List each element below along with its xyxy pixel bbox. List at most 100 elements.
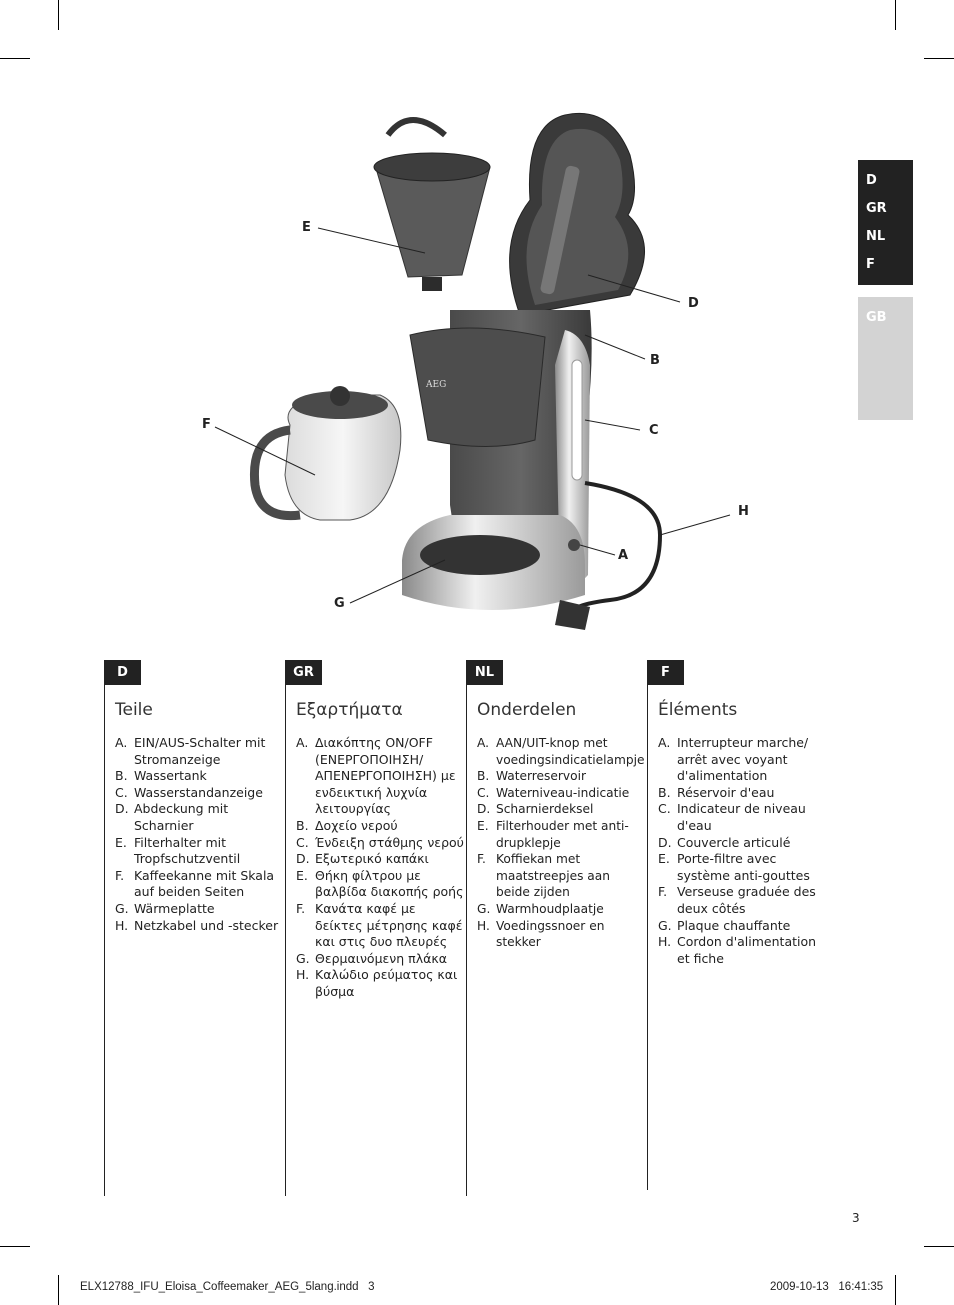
item-text: Kaffeekanne mit Skala auf beiden Seiten [134, 867, 275, 900]
item-letter: E. [296, 867, 308, 883]
item-letter: F. [658, 884, 668, 900]
list-item: D.Couvercle articulé [658, 835, 828, 852]
lang-tab-d: D [866, 173, 877, 188]
column-divider [285, 660, 286, 1196]
machine-body: AEG [402, 310, 592, 610]
list-item: E.Porte-filtre avec système anti-gouttes [658, 851, 828, 884]
power-cord [568, 481, 663, 616]
item-letter: F. [296, 900, 306, 916]
item-text: Εξωτερικό καπάκι [315, 851, 429, 867]
item-text: Δοχείο νερού [315, 817, 398, 833]
item-letter: E. [477, 818, 489, 833]
crop-mark [58, 0, 59, 30]
lang-tab-gb: GB [866, 310, 887, 325]
item-letter: B. [477, 769, 490, 784]
item-text: Netzkabel und -stecker [134, 917, 279, 933]
list-item: A.Διακόπτης ON/OFF (ΕΝΕΡΓΟΠΟΙΗΣΗ/ ΑΠΕΝΕΡ… [296, 735, 466, 818]
item-letter: C. [296, 834, 309, 850]
callout-c: C [649, 423, 659, 438]
crop-mark [924, 1246, 954, 1247]
footer-timestamp: 2009-10-13 16:41:35 [770, 1281, 884, 1293]
item-letter: D. [115, 801, 129, 817]
list-item: G. Warmhoudplaatje [477, 901, 647, 918]
item-text: Warmhoudplaatje [496, 901, 604, 916]
list-item: E.Filterhalter mit Tropfschutzventil [115, 835, 285, 868]
carafe [249, 386, 402, 521]
column-lang-badge: GR [285, 660, 322, 685]
crop-mark [0, 58, 30, 59]
item-text: AAN/UIT-knop met voedingsindicatielampje [496, 736, 645, 767]
item-text: Wasserstandanzeige [134, 784, 263, 800]
item-text: Plaque chauffante [677, 917, 791, 933]
item-text: Καλώδιο ρεύματος και βύσμα [315, 967, 458, 999]
list-item: B. Waterreservoir [477, 768, 647, 785]
list-item: A. EIN/AUS-Schalter mit Stromanzeige [115, 735, 285, 768]
lang-tab-nl: NL [866, 229, 886, 244]
item-letter: H. [477, 918, 490, 933]
list-item: F. Verseuse graduée des deux côtés [658, 884, 828, 917]
list-item: C. Ένδειξη στάθμης νερού [296, 835, 466, 852]
list-item: G.Wärmeplatte [115, 901, 285, 918]
item-letter: D. [296, 851, 310, 867]
item-letter: E. [115, 834, 127, 850]
list-item: A.Interrupteur marche/ arrêt avec voyant… [658, 735, 828, 785]
language-tabs-active: D GR NL F [858, 160, 913, 285]
list-item: G.Plaque chauffante [658, 918, 828, 935]
list-item: E. Filterhouder met anti-drupklepje [477, 818, 647, 851]
item-text: Couvercle articulé [677, 834, 791, 850]
column-lang-badge: D [104, 660, 141, 685]
item-text: Ένδειξη στάθμης νερού [315, 834, 464, 850]
item-text: Κανάτα καφέ με δείκτες μέτρησης καφέ και… [315, 900, 463, 950]
item-text: Indicateur de niveau d'eau [677, 801, 806, 833]
item-text: Διακόπτης ON/OFF (ΕΝΕΡΓΟΠΟΙΗΣΗ/ ΑΠΕΝΕΡΓΟ… [315, 735, 456, 817]
column-title: Εξαρτήματα [296, 700, 403, 720]
item-letter: C. [658, 801, 671, 817]
item-text: EIN/AUS-Schalter mit Stromanzeige [134, 735, 266, 767]
column-lang-badge: F [647, 660, 684, 685]
column-divider [104, 660, 105, 1196]
column-title: Teile [115, 700, 153, 720]
column-title: Onderdelen [477, 700, 577, 720]
item-letter: F. [115, 867, 125, 883]
item-letter: G. [296, 950, 310, 966]
item-letter: D. [477, 802, 491, 817]
list-item: C.Wasserstandanzeige [115, 785, 285, 802]
item-text: Filterhouder met anti-drupklepje [496, 818, 629, 850]
crop-mark [0, 1246, 30, 1247]
list-item: D. Scharnierdeksel [477, 801, 647, 818]
list-item: E.Θήκη φίλτρου με βαλβίδα διακοπής ροής [296, 868, 466, 901]
list-item: H.Καλώδιο ρεύματος και βύσμα [296, 967, 466, 1000]
callout-a: A [618, 548, 629, 563]
item-letter: H. [658, 934, 672, 950]
power-plug [555, 600, 590, 630]
crop-mark [895, 1275, 896, 1305]
lang-tab-f: F [866, 257, 875, 272]
filter-holder [373, 117, 491, 291]
list-item: F. Kaffeekanne mit Skala auf beiden Seite… [115, 868, 285, 901]
item-letter: G. [477, 901, 491, 916]
list-item: H. Netzkabel und -stecker [115, 918, 285, 935]
item-text: Interrupteur marche/ arrêt avec voyant d… [677, 735, 809, 784]
list-item: B.Réservoir d'eau [658, 785, 828, 802]
callout-f: F [202, 417, 211, 432]
item-text: Waterreservoir [496, 769, 586, 784]
item-text: Verseuse graduée des deux côtés [677, 884, 816, 916]
callout-d: D [688, 296, 699, 311]
item-letter: F. [477, 852, 486, 867]
callout-h: H [738, 504, 749, 519]
item-text: Wassertank [134, 768, 207, 784]
brand-logo: AEG [425, 380, 446, 390]
item-letter: H. [115, 917, 129, 933]
list-item: G.Θερμαινόμενη πλάκα [296, 951, 466, 968]
list-item: D. Εξωτερικό καπάκι [296, 851, 466, 868]
crop-mark [895, 0, 896, 30]
item-letter: A. [115, 735, 128, 750]
item-letter: C. [477, 785, 490, 800]
item-text: Scharnierdeksel [496, 802, 594, 817]
list-item: F. Κανάτα καφέ με δείκτες μέτρησης καφέ κ… [296, 901, 466, 951]
language-tabs-inactive: GB [858, 297, 913, 420]
list-item: H.Cordon d'alimentation et fiche [658, 934, 828, 967]
crop-mark [924, 58, 954, 59]
item-text: Koffiekan met maatstreepjes aan beide zi… [496, 852, 610, 900]
list-item: H.Voedingssnoer en stekker [477, 918, 647, 951]
